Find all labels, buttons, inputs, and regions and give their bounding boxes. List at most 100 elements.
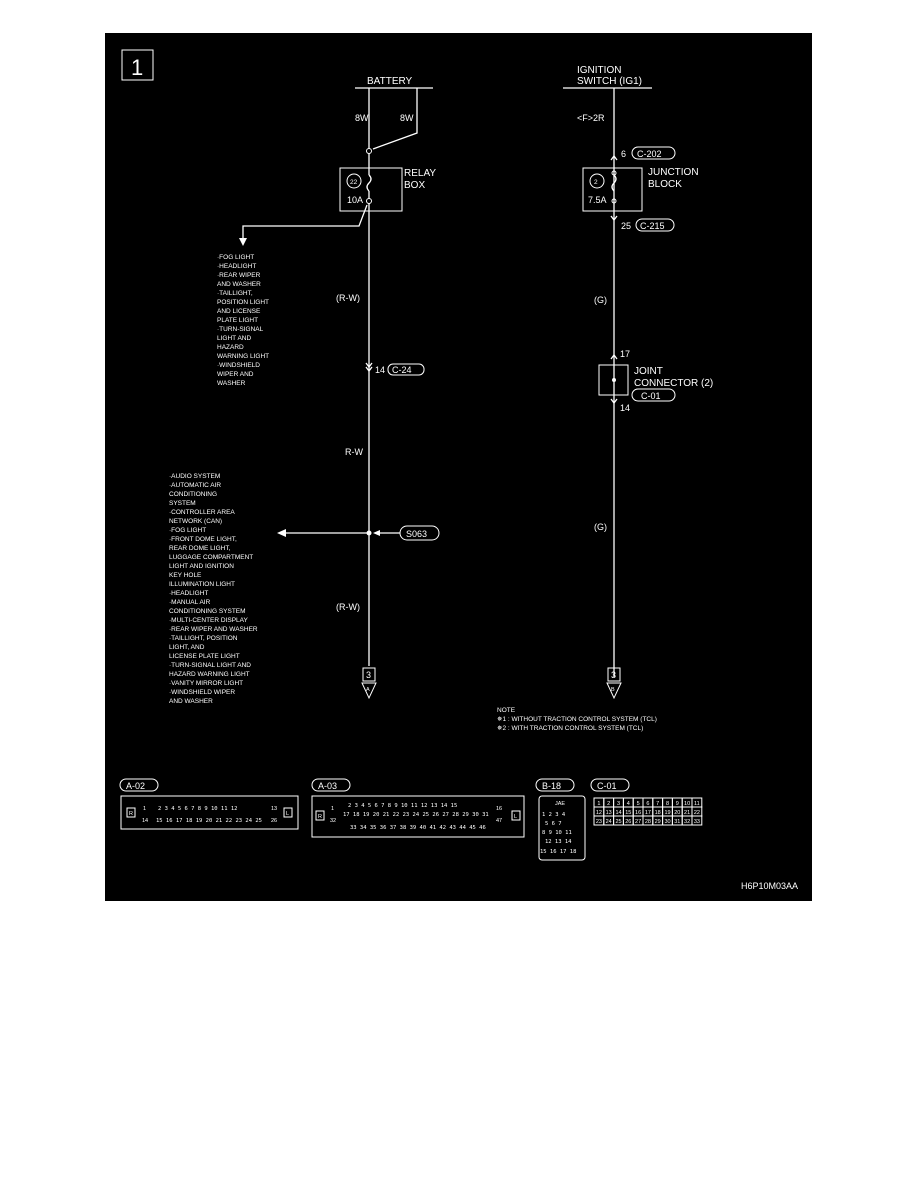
a03-label-box: [311, 778, 351, 792]
branch-list-2-item: ·VANITY MIRROR LIGHT: [169, 680, 243, 687]
c01-pin-number: 24: [606, 819, 612, 825]
a03-left-tag: R: [318, 814, 322, 820]
jb-fuse-number-circle: [589, 173, 605, 189]
c01-pin-number: 9: [676, 801, 679, 807]
jb-fuse-number: 2: [594, 179, 598, 186]
c01-pin-number: 12: [596, 810, 602, 816]
left-connector-tag: C-24: [392, 365, 412, 375]
relay-box-label-2: BOX: [404, 180, 425, 191]
b18-tag: JAE: [555, 801, 565, 807]
c01-pin-number: 8: [666, 801, 669, 807]
branch-list-2-item: LIGHT, AND: [169, 644, 205, 651]
left-wire-color-2: R-W: [345, 447, 363, 457]
jb-out-conn: C-215: [640, 221, 665, 231]
right-terminal-number: 3: [611, 670, 616, 680]
b18-row: 8 9 10 11: [542, 830, 572, 836]
b18-row: 1 2 3 4: [542, 812, 566, 818]
b18-label-box: [535, 778, 575, 792]
c01-label-box: [590, 778, 630, 792]
jb-label-1: JUNCTION: [648, 167, 699, 178]
left-connector-pin: 14: [375, 365, 385, 375]
splice-tag: S063: [406, 529, 427, 539]
branch-list-1-item: WASHER: [217, 380, 246, 387]
branch-list-2-item: ·WINDSHIELD WIPER: [169, 689, 235, 696]
relay-fuse-number-circle: [346, 173, 362, 189]
a02-row1-pins: 2 3 4 5 6 7 8 9 10 11 12: [158, 806, 237, 812]
right-terminal-arrow: [606, 682, 622, 700]
a03-row3-pins: 33 34 35 36 37 38 39 40 41 42 43 44 45 4…: [350, 825, 486, 831]
branch-list-1-item: PLATE LIGHT: [217, 317, 258, 324]
branch-arrow-1-line: [242, 204, 368, 238]
branch-list-2-item: ·MULTI-CENTER DISPLAY: [169, 617, 249, 624]
jc-conn: C-01: [641, 391, 661, 401]
jc-out-chevron: [610, 398, 618, 405]
branch-list-2-item: LICENSE PLATE LIGHT: [169, 653, 240, 660]
c01-pin-number: 7: [656, 801, 659, 807]
branch-list-1-item: WARNING LIGHT: [217, 353, 269, 360]
branch-list-2-item: ·AUTOMATIC AIR: [169, 482, 221, 489]
branch-list-2-item: CONDITIONING: [169, 491, 217, 498]
branch-list-1-item: WIPER AND: [217, 371, 254, 378]
a03-connector-body: [311, 795, 525, 838]
branch-list-2-item: NETWORK (CAN): [169, 518, 222, 525]
jc-conn-box: [631, 388, 676, 402]
branch-list-2-item: ·TAILLIGHT, POSITION: [169, 635, 238, 642]
b18-label: B-18: [542, 781, 561, 791]
note-line-1: ✵1 : WITHOUT TRACTION CONTROL SYSTEM (TC…: [497, 716, 657, 723]
figure-code: H6P10M03AA: [741, 881, 798, 891]
wiring-diagram-svg: 1 BATTERY 8W 8W RELAY BOX 22 10A ·FOG LI…: [119, 49, 798, 891]
a03-row1-last: 16: [496, 806, 502, 812]
branch-list-1-item: ·HEADLIGHT: [217, 263, 256, 270]
splice-tag-box: [399, 525, 440, 541]
c01-pin-number: 18: [655, 810, 661, 816]
jb-out-pin: 25: [621, 221, 631, 231]
left-terminal-letter: A: [366, 687, 370, 693]
jb-in-conn-box: [631, 146, 676, 160]
c01-pin-number: 26: [625, 819, 631, 825]
branch-list-1-item: ·TURN-SIGNAL: [217, 326, 264, 333]
a02-right-tag: L: [286, 811, 289, 817]
branch-list-1-item: ·TAILLIGHT,: [217, 290, 253, 297]
a03-row2-last: 47: [496, 818, 502, 824]
relay-input-node: [366, 148, 372, 154]
relay-fuse-symbol: [366, 174, 372, 192]
c01-pin-number: 6: [646, 801, 649, 807]
page-number-box: [121, 49, 154, 81]
a03-left-tag-box: [315, 810, 325, 821]
c01-pin-number: 22: [694, 810, 700, 816]
branch-list-1-item: POSITION LIGHT: [217, 299, 269, 306]
branch-list-2-item: ·MANUAL AIR: [169, 599, 211, 606]
jb-fuse-node-bottom: [611, 198, 617, 204]
jb-in-conn: C-202: [637, 149, 662, 159]
branch-list-2-item: SYSTEM: [169, 500, 196, 507]
c01-pin-number: 27: [635, 819, 641, 825]
c01-pin-number: 10: [684, 801, 690, 807]
branch-list-2-item: KEY HOLE: [169, 572, 202, 579]
c01-pin-number: 3: [617, 801, 620, 807]
c01-pin-cell: [691, 815, 703, 826]
jb-in-chevron: [610, 154, 618, 161]
jb-fuse-symbol: [611, 174, 617, 192]
branch-list-1-item: LIGHT AND: [217, 335, 252, 342]
left-wire-color-3: (R-W): [336, 602, 360, 612]
branch-list-1-item: ·REAR WIPER: [217, 272, 261, 279]
jb-in-pin: 6: [621, 149, 626, 159]
relay-fuse-rating: 10A: [347, 195, 363, 205]
c01-pin-number: 28: [645, 819, 651, 825]
c01-pin-number: 15: [625, 810, 631, 816]
branch-list-1-item: HAZARD: [217, 344, 244, 351]
right-terminal-letter: B: [611, 687, 615, 693]
a03-row1-first: 1: [331, 806, 334, 812]
b18-row: 5 6 7: [545, 821, 562, 827]
relay-fuse-number: 22: [350, 179, 358, 186]
left-terminal-arrow: [361, 682, 377, 700]
c01-pin-number: 21: [684, 810, 690, 816]
jb-label-2: BLOCK: [648, 179, 682, 190]
right-terminal-box: [607, 667, 621, 682]
branch-list-2-item: ·AUDIO SYSTEM: [169, 473, 220, 480]
a02-row1-first: 1: [143, 806, 146, 812]
branch-list-2-item: ·CONTROLLER AREA: [169, 509, 235, 516]
splice-branch-arrow-head: [277, 529, 286, 537]
note-title: NOTE: [497, 707, 516, 714]
branch-list-2-item: CONDITIONING SYSTEM: [169, 608, 246, 615]
